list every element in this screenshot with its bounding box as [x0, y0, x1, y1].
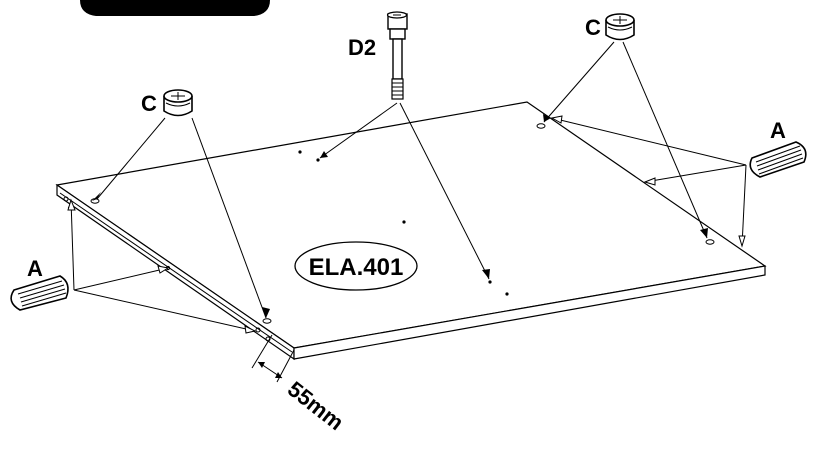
arrowheads	[67, 114, 746, 334]
dowel-left	[10, 275, 69, 311]
cam-lock-left-label: C	[141, 91, 157, 116]
part-code-text: ELA.401	[309, 254, 404, 281]
dimension-marker	[251, 334, 295, 383]
cam-lock-left	[163, 89, 193, 117]
part-code-badge: ELA.401	[294, 241, 418, 291]
cam-lock-right	[605, 13, 635, 41]
drill-holes	[63, 123, 715, 342]
dowel-right-label: A	[770, 118, 786, 143]
dowel-right	[749, 141, 807, 178]
cam-lock-right-label: C	[585, 15, 601, 40]
panel-board	[55, 101, 767, 361]
header-tab	[80, 0, 270, 16]
dowel-left-label: A	[27, 256, 43, 281]
bolt-d2	[386, 11, 408, 100]
edge-rail	[59, 192, 293, 353]
dimension-label: 55mm	[283, 376, 349, 435]
bolt-d2-label: D2	[348, 35, 376, 60]
leader-lines	[70, 41, 747, 332]
